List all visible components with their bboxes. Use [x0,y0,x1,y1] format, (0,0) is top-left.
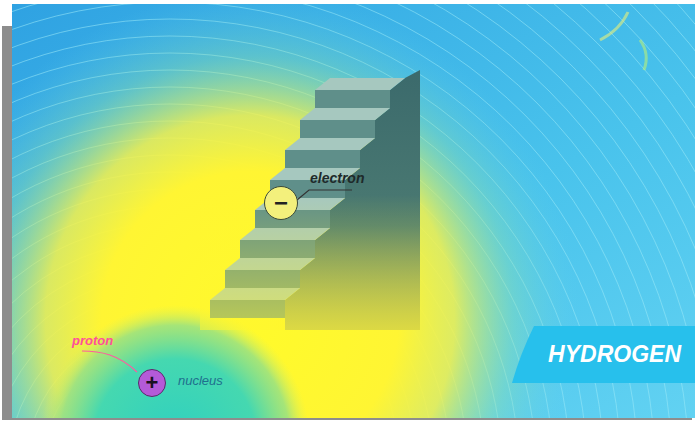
orbit-ring [12,4,695,418]
callout-label: proton [72,334,113,347]
charge-sign: − [274,191,288,215]
orbit-ring [12,4,695,418]
leader-line [297,190,352,200]
orbit-ring [12,4,695,418]
orbit-ring [12,4,695,418]
proton-particle: + [138,369,166,397]
orbit-ring [12,4,695,418]
orbit-rings [12,4,695,418]
orbit-ring [12,4,695,418]
orbit-ring [12,4,695,418]
region-label: nucleus [178,374,223,387]
orbit-ring [12,4,695,418]
orbit-ring [12,4,695,418]
orbit-ring [12,4,695,418]
banner-fill [512,326,695,383]
electron-particle: − [264,186,298,220]
orbit-ring [12,4,695,418]
leader-line [82,351,137,372]
sparkle [640,40,646,70]
orbit-ring [12,4,695,418]
orbit-ring [12,4,695,418]
orbit-ring [12,4,695,418]
element-banner: HYDROGEN [512,326,695,383]
charge-sign: + [146,372,159,394]
orbit-ring [12,4,695,418]
orbit-ring [12,4,695,418]
orbit-ring [12,4,695,418]
orbit-ring [12,4,695,418]
stair-haze [200,30,420,330]
sparkle [600,12,628,40]
orbit-ring [12,4,695,418]
banner-title: HYDROGEN [548,343,681,366]
orbit-ring [12,4,689,418]
callout-label: electron [310,171,364,185]
energy-glow [12,4,580,418]
orbit-ring [12,4,695,418]
staircase [200,30,420,330]
orbit-ring [12,4,695,418]
orbit-ring [12,4,695,418]
